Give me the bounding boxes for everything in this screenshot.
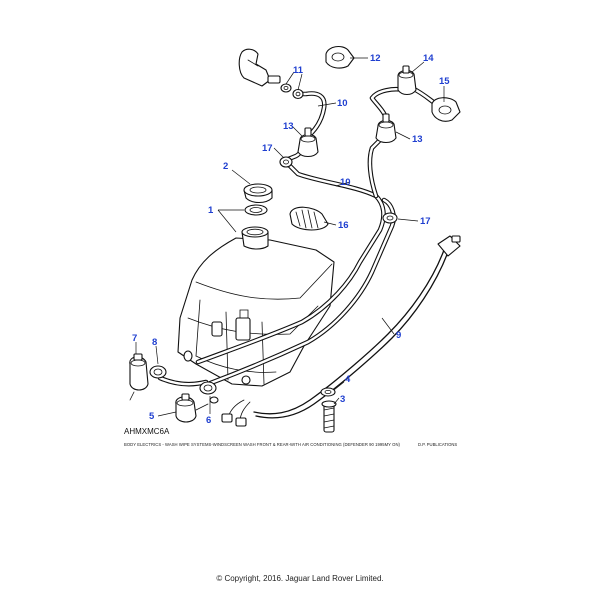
callout-12: 12 (370, 53, 381, 64)
publisher-label: D.P. PUBLICATIONS (418, 442, 458, 447)
callout-14: 14 (423, 53, 434, 64)
filler-cap (243, 183, 273, 204)
pump-grommet-front (149, 365, 167, 379)
callout-16: 16 (338, 220, 349, 231)
washer-jet-elbow (238, 48, 281, 87)
hose-connector (279, 156, 398, 224)
grommet (280, 83, 304, 100)
callout-5: 5 (149, 411, 155, 422)
hose-clip (325, 45, 355, 69)
rear-washer-jet (397, 65, 417, 96)
copyright-notice: © Copyright, 2016. Jaguar Land Rover Lim… (216, 574, 384, 583)
callout-15: 15 (439, 76, 450, 87)
callout-10-lower: 10 (340, 177, 351, 188)
callout-7: 7 (132, 333, 137, 344)
callout-6: 6 (206, 415, 211, 426)
callout-3: 3 (340, 394, 345, 405)
washer (320, 387, 336, 397)
callout-8: 8 (152, 337, 157, 348)
callout-4: 4 (345, 374, 351, 385)
wiring-harness (221, 235, 461, 427)
filler-seal (244, 204, 268, 216)
callout-17-left: 17 (262, 143, 273, 154)
callout-13-right: 13 (412, 134, 423, 145)
screw (321, 400, 337, 433)
front-washer-pump (129, 353, 149, 401)
callouts: 1 2 3 4 5 6 7 8 9 10 10 11 12 13 13 14 1… (132, 53, 450, 426)
callout-1: 1 (208, 205, 214, 216)
callout-13-left: 13 (283, 121, 294, 132)
pump-grommet-rear (199, 381, 219, 404)
rear-washer-pump (175, 393, 209, 423)
callout-2: 2 (223, 161, 228, 172)
retaining-strap (289, 206, 329, 231)
callout-11: 11 (293, 65, 304, 76)
callout-10-upper: 10 (337, 98, 348, 109)
figure-code: AHMXMC6A (124, 427, 170, 436)
leader-lines (135, 57, 445, 417)
callout-17-right: 17 (420, 216, 431, 227)
figure-caption: BODY ELECTRICS - WASH WIPE SYSTEMS-WINDS… (124, 442, 400, 447)
callout-9: 9 (396, 330, 401, 341)
clip (431, 97, 461, 122)
non-return-valve (297, 113, 397, 158)
